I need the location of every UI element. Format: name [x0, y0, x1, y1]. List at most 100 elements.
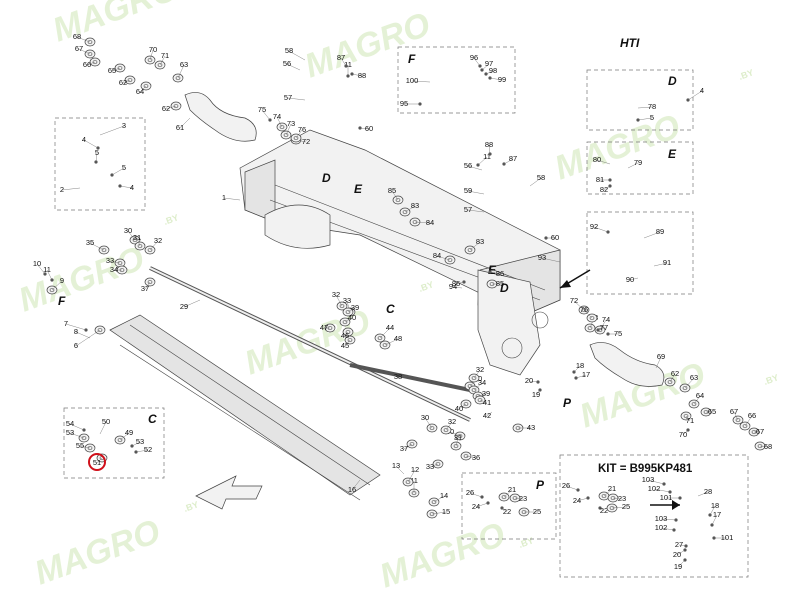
part-ring-hole	[382, 343, 388, 347]
part-label-8: 8	[74, 327, 78, 336]
leader-line	[433, 495, 445, 503]
watermark-text: MAGRO	[375, 515, 510, 595]
part-label-62: 62	[119, 78, 127, 87]
leader-line	[109, 260, 121, 264]
leader-line	[684, 377, 695, 389]
leader-line	[685, 415, 691, 422]
view-marker: P	[563, 396, 572, 410]
leader-line	[36, 263, 46, 275]
part-label-4: 4	[82, 135, 86, 144]
leader-line	[612, 497, 623, 500]
part-label-45: 45	[341, 341, 349, 350]
part-label-83: 83	[411, 201, 419, 210]
leader-line	[288, 50, 306, 61]
part-ring-hole	[175, 76, 181, 80]
part-label-2: 2	[60, 185, 64, 194]
leader-line	[65, 323, 87, 331]
part-ring-hole	[467, 248, 473, 252]
part-label-74: 74	[273, 112, 281, 121]
part-label-32: 32	[476, 365, 484, 374]
leader-line	[653, 262, 668, 267]
leader-line	[89, 242, 105, 251]
part-label-93: 93	[538, 253, 546, 262]
view-marker: C	[386, 302, 395, 316]
leader-line	[455, 281, 465, 285]
part-ring-hole	[409, 442, 415, 446]
part-ring-hole	[101, 248, 107, 252]
part-label-40: 40	[348, 313, 356, 322]
part-ring-hole	[283, 133, 289, 137]
part-label-32: 32	[332, 290, 340, 299]
part-label-21: 21	[508, 485, 516, 494]
leader-line	[697, 491, 709, 497]
part-label-25: 25	[622, 502, 630, 511]
leader-line	[486, 411, 493, 417]
part-label-67: 67	[730, 407, 738, 416]
leader-line	[149, 49, 154, 61]
leader-line	[359, 127, 370, 130]
part-label-15: 15	[442, 507, 450, 516]
part-ring-hole	[453, 444, 459, 448]
leader-line	[629, 277, 639, 281]
part-label-26: 26	[466, 488, 474, 497]
leader-line	[452, 286, 463, 289]
part-ring-hole	[92, 60, 98, 64]
part-ring-hole	[501, 495, 507, 499]
leader-line	[637, 106, 653, 109]
leader-line	[276, 116, 283, 128]
part-label-39: 39	[351, 303, 359, 312]
leader-line	[469, 492, 483, 498]
part-ring-hole	[463, 454, 469, 458]
direction-arrows	[195, 269, 680, 510]
part-label-78: 78	[648, 102, 656, 111]
leader-line	[96, 457, 103, 464]
leader-line	[179, 117, 191, 129]
part-ring-hole	[377, 336, 383, 340]
part-label-55: 55	[76, 441, 84, 450]
part-ring-hole	[339, 304, 345, 308]
leader-line	[404, 205, 416, 213]
part-label-59: 59	[464, 186, 472, 195]
leader-line	[407, 469, 416, 483]
part-ring-hole	[429, 426, 435, 430]
leader-line	[351, 73, 363, 77]
leader-line	[51, 280, 63, 291]
leader-line	[76, 36, 91, 43]
leader-line	[643, 231, 661, 239]
part-ring-hole	[345, 330, 351, 334]
part-label-20: 20	[525, 376, 533, 385]
part-ring-hole	[293, 136, 299, 140]
kit-label: KIT = B995KP481	[598, 463, 693, 475]
part-ring-hole	[132, 238, 138, 242]
leader-line	[565, 485, 579, 491]
leader-line	[693, 395, 701, 405]
part-ring-hole	[587, 326, 593, 330]
leader-line	[655, 356, 662, 369]
leader-line	[139, 85, 147, 93]
part-ring-hole	[431, 500, 437, 504]
leader-line	[583, 309, 593, 319]
leader-line	[431, 511, 447, 515]
part-label-47: 47	[320, 323, 328, 332]
leader-line	[653, 488, 671, 493]
part-label-64: 64	[696, 391, 704, 400]
shafts	[149, 92, 665, 422]
part-label-71: 71	[686, 416, 694, 425]
part-label-28: 28	[704, 487, 712, 496]
part-label-84: 84	[433, 251, 441, 260]
part-label-75: 75	[258, 105, 266, 114]
part-label-61: 61	[176, 123, 184, 132]
leader-line	[477, 156, 488, 166]
leader-line	[709, 505, 716, 516]
part-label-38: 38	[394, 372, 402, 381]
part-label-14: 14	[440, 491, 448, 500]
part-label-3: 3	[122, 121, 126, 130]
part-ring-hole	[117, 261, 123, 265]
part-ring-hole	[347, 338, 353, 342]
part-label-66: 66	[83, 60, 91, 69]
part-label-29: 29	[180, 302, 188, 311]
detail-box-kit	[559, 454, 749, 578]
part-ring-hole	[512, 496, 518, 500]
part-label-4: 4	[130, 183, 134, 192]
leader-line	[599, 319, 607, 331]
